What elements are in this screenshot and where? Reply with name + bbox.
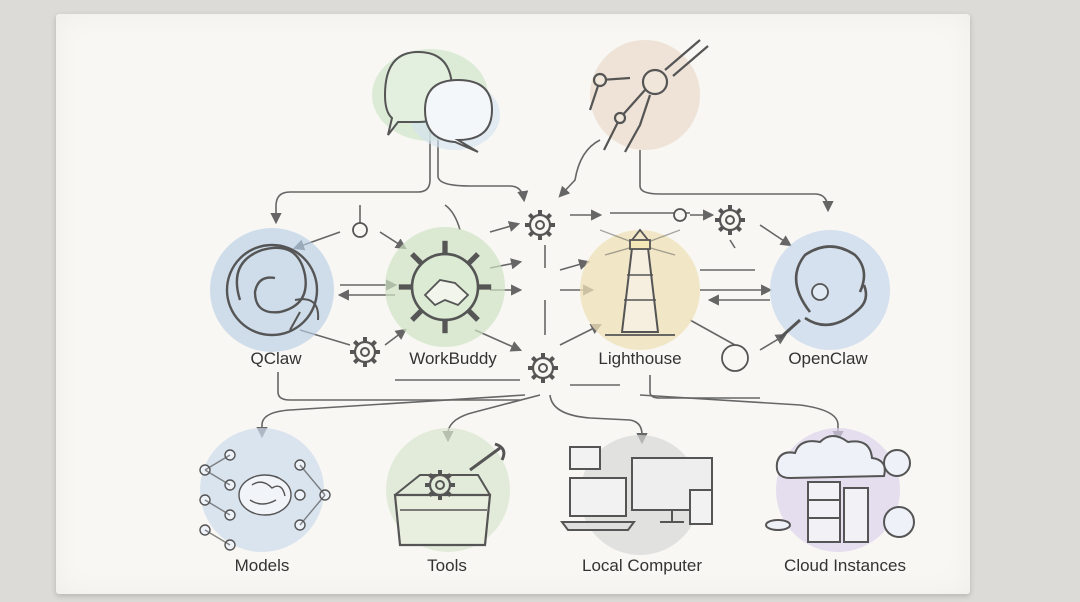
local-computer-label: Local Computer <box>581 556 703 575</box>
models-label: Models <box>234 556 290 575</box>
openclaw-label: OpenClaw <box>788 349 868 368</box>
chat-bubbles-icon <box>372 49 500 153</box>
qclaw-label: QClaw <box>250 349 302 368</box>
connector-lines <box>256 130 844 445</box>
lighthouse-label: Lighthouse <box>598 349 682 368</box>
toolbox-icon <box>386 428 510 552</box>
neural-network-icon <box>199 428 331 552</box>
handshake-gear-icon <box>385 227 505 347</box>
computer-devices-icon <box>560 435 713 555</box>
cloud-servers-icon <box>765 428 915 552</box>
junction-nodes <box>352 208 749 372</box>
robotic-arm-icon <box>588 39 709 153</box>
tools-label: Tools <box>427 556 467 575</box>
lighthouse-icon <box>580 228 700 350</box>
cloud-instances-label: Cloud Instances <box>784 556 906 575</box>
openclaw-claw-icon <box>770 230 890 350</box>
qclaw-swirl-icon <box>210 228 334 352</box>
workbuddy-label: WorkBuddy <box>409 349 497 368</box>
